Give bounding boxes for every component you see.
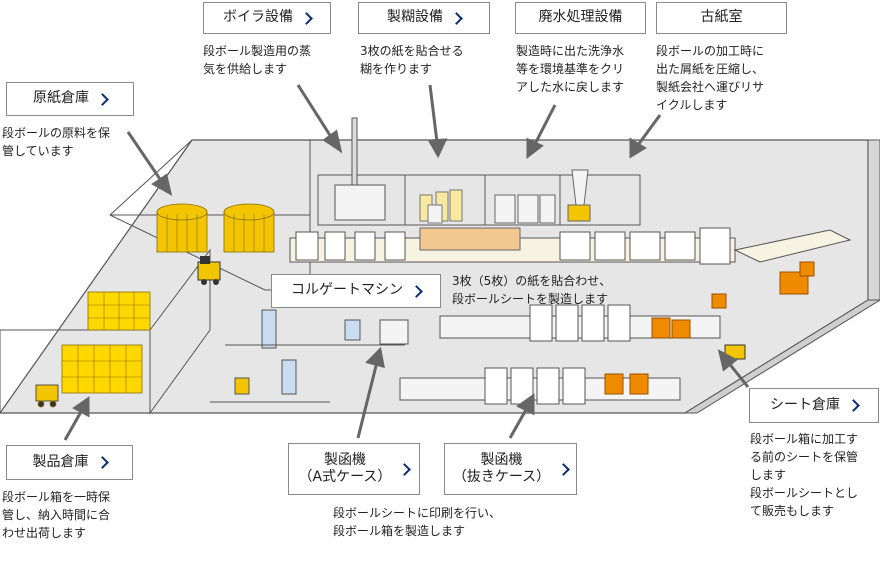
boiler-label-button[interactable]: ボイラ設備	[203, 2, 331, 34]
chevron-right-icon	[398, 462, 412, 476]
callout-arrows	[63, 84, 750, 441]
corrugator-label: コルゲートマシン	[291, 282, 403, 299]
chevron-right-icon	[96, 92, 109, 106]
raw-paper-label: 原紙倉庫	[33, 90, 89, 107]
sheet-warehouse-description: 段ボール箱に加工す る前のシートを保管 します 段ボールシートとし て販売もしま…	[750, 432, 859, 518]
product-warehouse-description: 段ボール箱を一時保 管し、納入時間に合 わせ出荷します	[2, 490, 111, 540]
box-machine-lines	[210, 304, 746, 405]
chevron-right-icon	[450, 11, 463, 25]
box-machine-a-label-button[interactable]: 製函機 （A式ケース）	[288, 443, 420, 495]
raw-paper-description: 段ボールの原料を保 管しています	[2, 126, 111, 158]
product-warehouse-label-button[interactable]: 製品倉庫	[6, 445, 133, 480]
raw-paper-label-button[interactable]: 原紙倉庫	[6, 82, 134, 116]
glue-label: 製糊設備	[387, 9, 443, 26]
wastewater-label: 廃水処理設備	[515, 2, 646, 34]
chevron-right-icon	[300, 11, 313, 25]
back-equipment	[334, 117, 591, 224]
glue-description: 3枚の紙を貼合せる 糊を作ります	[360, 44, 464, 76]
box-machine-description: 段ボールシートに印刷を行い、 段ボール箱を製造します	[333, 506, 502, 538]
boiler-description: 段ボール製造用の蒸 気を供給します	[203, 44, 312, 76]
wastewater-description: 製造時に出た洗浄水 等を環境基準をクリ アした水に戻します	[516, 44, 625, 94]
boiler-label: ボイラ設備	[223, 9, 293, 26]
corrugator-line	[289, 227, 852, 309]
product-pallets	[35, 291, 151, 408]
product-warehouse-label: 製品倉庫	[32, 453, 89, 470]
chevron-right-icon	[410, 284, 423, 298]
raw-paper-rolls	[156, 203, 275, 285]
corrugator-description: 3枚（5枚）の紙を貼合わせ、 段ボールシートを製造します	[452, 274, 612, 306]
box-machine-die-label: 製函機 （抜きケース）	[452, 451, 551, 486]
box-machine-a-label: 製函機 （A式ケース）	[298, 451, 392, 486]
corrugator-label-button[interactable]: コルゲートマシン	[271, 274, 441, 308]
sheet-warehouse-label: シート倉庫	[770, 396, 840, 413]
chevron-right-icon	[95, 456, 109, 469]
wastepaper-label: 古紙室	[656, 2, 787, 34]
box-machine-die-label-button[interactable]: 製函機 （抜きケース）	[444, 443, 577, 495]
chevron-right-icon	[557, 462, 571, 476]
sheet-warehouse-label-button[interactable]: シート倉庫	[749, 388, 879, 423]
glue-label-button[interactable]: 製糊設備	[358, 2, 490, 34]
wastepaper-description: 段ボールの加工時に 出た屑紙を圧縮し、 製紙会社へ運びリサ イクルします	[656, 44, 765, 112]
chevron-right-icon	[847, 399, 860, 412]
